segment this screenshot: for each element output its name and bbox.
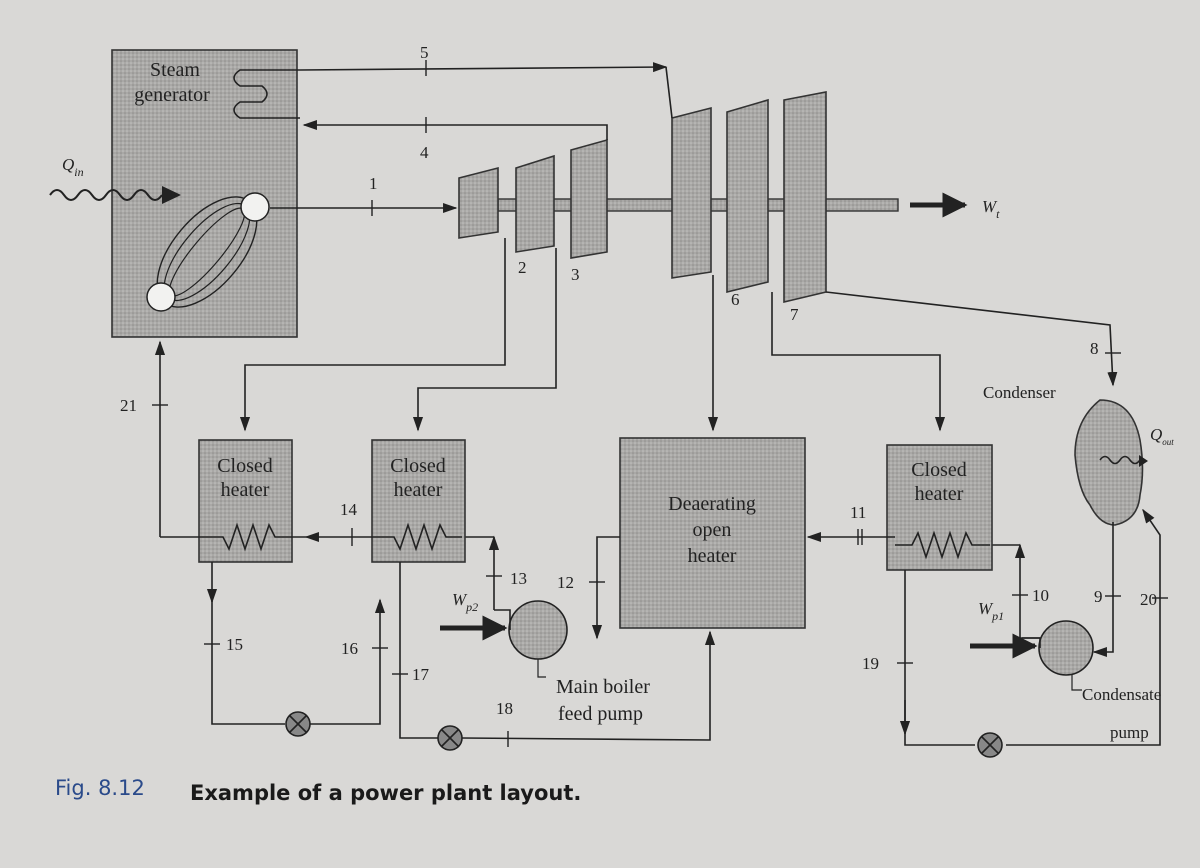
closed-heater-1-label-1: Closed <box>217 455 273 477</box>
state-7: 7 <box>790 305 799 324</box>
deaerator-label-2: open <box>693 519 732 541</box>
state-11: 11 <box>850 503 866 522</box>
lp-turbine <box>671 91 827 304</box>
state-18: 18 <box>496 699 513 718</box>
w-p1-label: Wp1 <box>978 599 1004 623</box>
closed-heater-1: Closed heater <box>160 439 306 563</box>
steam-generator-label-2: generator <box>134 84 210 106</box>
state-9: 9 <box>1094 587 1103 606</box>
trap-valve-1-icon <box>285 711 311 737</box>
steam-generator-label-1: Steam <box>150 59 200 81</box>
work-output: Wt <box>910 192 1000 221</box>
state-16: 16 <box>341 639 358 658</box>
state-6: 6 <box>731 290 740 309</box>
state-10: 10 <box>1032 586 1049 605</box>
q-out-label: Qout <box>1150 425 1174 447</box>
state-21: 21 <box>120 396 137 415</box>
steam-generator: Steam generator <box>111 49 300 338</box>
condensate-pump-label-1: Condensate <box>1082 685 1161 704</box>
closed-heater-2-label-1: Closed <box>390 455 446 477</box>
condenser-label: Condenser <box>983 383 1056 402</box>
figure-caption: Fig. 8.12 Example of a power plant layou… <box>55 776 581 805</box>
main-pump-label-2: feed pump <box>558 703 643 725</box>
state-19: 19 <box>862 654 879 673</box>
state-12: 12 <box>557 573 574 592</box>
state-4: 4 <box>420 143 429 162</box>
hp-turbine <box>458 138 608 259</box>
state-13: 13 <box>510 569 527 588</box>
closed-heater-3: Closed heater <box>886 444 993 571</box>
state-8: 8 <box>1090 339 1099 358</box>
q-in-label: Qin <box>62 155 84 179</box>
caption-text: Example of a power plant layout. <box>190 781 581 805</box>
closed-heater-2-label-2: heater <box>394 479 443 501</box>
figure-number: Fig. 8.12 <box>55 776 145 800</box>
closed-heater-3-label-2: heater <box>915 483 964 505</box>
closed-heater-3-label-1: Closed <box>911 459 967 481</box>
state-5: 5 <box>420 43 429 62</box>
reheater-coil-icon <box>233 69 300 119</box>
closed-heater-1-label-2: heater <box>221 479 270 501</box>
w-t-label: Wt <box>982 197 1000 221</box>
condensate-pump: Wp1 Condensate pump <box>970 599 1161 742</box>
state-1: 1 <box>369 174 378 193</box>
state-2: 2 <box>518 258 527 277</box>
condenser: Condenser Qout <box>983 383 1174 526</box>
deaerating-open-heater: Deaerating open heater <box>619 437 806 629</box>
state-3: 3 <box>571 265 580 284</box>
deaerator-label-3: heater <box>688 545 737 567</box>
main-boiler-feed-pump: Wp2 Main boiler feed pump <box>440 590 650 725</box>
w-p2-label: Wp2 <box>452 590 478 614</box>
state-14: 14 <box>340 500 358 519</box>
heat-input: Qin <box>49 155 181 204</box>
main-pump-label-1: Main boiler <box>556 676 650 698</box>
closed-heater-2: Closed heater <box>371 439 466 563</box>
boiler-drums-icon <box>146 192 270 312</box>
state-17: 17 <box>412 665 430 684</box>
trap-valve-3-icon <box>977 732 1003 758</box>
state-20: 20 <box>1140 590 1157 609</box>
condensate-pump-label-2: pump <box>1110 723 1149 742</box>
state-15: 15 <box>226 635 243 654</box>
trap-valve-2-icon <box>437 725 463 751</box>
deaerator-label-1: Deaerating <box>668 493 756 515</box>
